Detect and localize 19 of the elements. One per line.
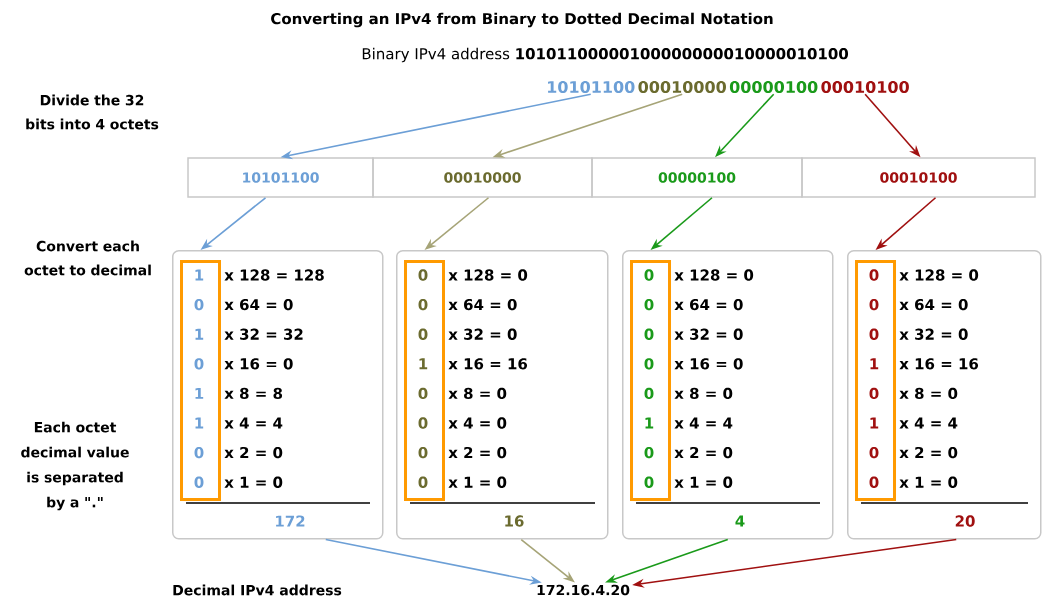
address-label: Binary IPv4 address 10101100000100000000010000010100	[362, 47, 848, 63]
octet-cell: 00010100	[801, 157, 1036, 198]
bit-group: 00000100	[729, 80, 818, 94]
bit-column: 0 0 0 1 0 0 0 0	[404, 260, 445, 501]
octet-cell: 00010000	[372, 157, 593, 198]
bit-column: 0 0 0 0 0 1 0 0	[630, 260, 671, 501]
bit-group: 00010100	[821, 80, 909, 94]
bit-column: 0 0 0 1 0 1 0 0	[855, 260, 896, 501]
bit-column: 1 0 1 0 1 1 0 0	[180, 260, 221, 501]
step-label: Convert each octet to decimal	[24, 240, 151, 276]
title: Converting an IPv4 from Binary to Dotted Decimal Notation	[271, 12, 773, 28]
result-label: Decimal IPv4 address	[173, 584, 342, 596]
step-label: Divide the 32 bits into 4 octets	[26, 94, 159, 130]
octet-cell: 10101100	[187, 157, 374, 198]
octet-cell: 00000100	[591, 157, 803, 198]
step-label: Each octet decimal value is separated by a "."	[21, 421, 129, 511]
bit-group: 10101100	[548, 80, 635, 94]
result-address: 172.16.4.20	[537, 584, 630, 596]
bit-group: 00010000	[638, 80, 726, 94]
